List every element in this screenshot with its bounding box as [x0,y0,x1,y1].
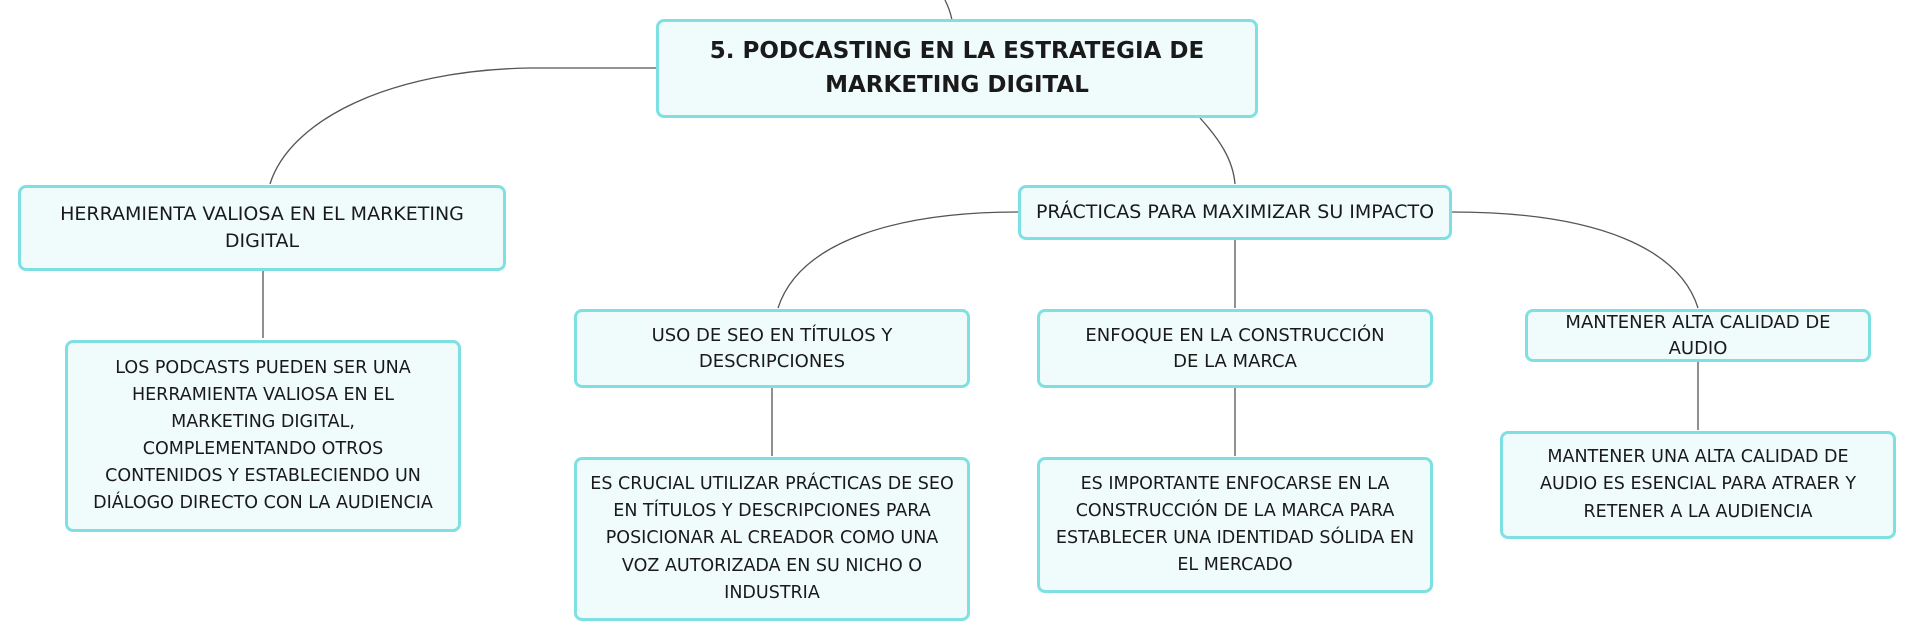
subtopic-seo[interactable]: USO DE SEO EN TÍTULOS Y DESCRIPCIONES [574,309,970,388]
detail-text: ES CRUCIAL UTILIZAR PRÁCTICAS DE SEO EN … [590,474,954,603]
topic-label: HERRAMIENTA VALIOSA EN EL MARKETING DIGI… [60,203,464,252]
detail-text: ES IMPORTANTE ENFOCARSE EN LA CONSTRUCCI… [1055,473,1415,576]
topic-label: PRÁCTICAS PARA MAXIMIZAR SU IMPACTO [1035,201,1435,224]
connector-root-to-practicas [1199,117,1236,185]
detail-text: MANTENER UNA ALTA CALIDAD DE AUDIO ES ES… [1539,447,1857,522]
subtopic-audio[interactable]: MANTENER ALTA CALIDAD DE AUDIO [1525,309,1871,362]
subtopic-label: MANTENER ALTA CALIDAD DE AUDIO [1565,312,1831,359]
subtopic-marca[interactable]: ENFOQUE EN LA CONSTRUCCIÓN DE LA MARCA [1037,309,1433,388]
detail-marca[interactable]: ES IMPORTANTE ENFOCARSE EN LA CONSTRUCCI… [1037,457,1433,593]
connector-practicas-to-seo [777,211,1019,309]
root-topic-label: 5. PODCASTING EN LA ESTRATEGIA DE MARKET… [709,38,1205,98]
connector-from-parent [944,0,953,21]
detail-audio[interactable]: MANTENER UNA ALTA CALIDAD DE AUDIO ES ES… [1500,431,1896,539]
topic-practicas[interactable]: PRÁCTICAS PARA MAXIMIZAR SU IMPACTO [1018,185,1452,240]
detail-text: LOS PODCASTS PUEDEN SER UNA HERRAMIENTA … [93,357,433,514]
detail-seo[interactable]: ES CRUCIAL UTILIZAR PRÁCTICAS DE SEO EN … [574,457,970,621]
detail-herramienta[interactable]: LOS PODCASTS PUEDEN SER UNA HERRAMIENTA … [65,340,461,532]
subtopic-label: ENFOQUE EN LA CONSTRUCCIÓN DE LA MARCA [1085,325,1385,372]
subtopic-label: USO DE SEO EN TÍTULOS Y DESCRIPCIONES [651,325,893,372]
topic-herramienta-valiosa[interactable]: HERRAMIENTA VALIOSA EN EL MARKETING DIGI… [18,185,506,271]
connector-practicas-to-audio [1451,211,1699,309]
connector-root-to-herramienta [269,67,658,185]
root-topic[interactable]: 5. PODCASTING EN LA ESTRATEGIA DE MARKET… [656,19,1258,118]
